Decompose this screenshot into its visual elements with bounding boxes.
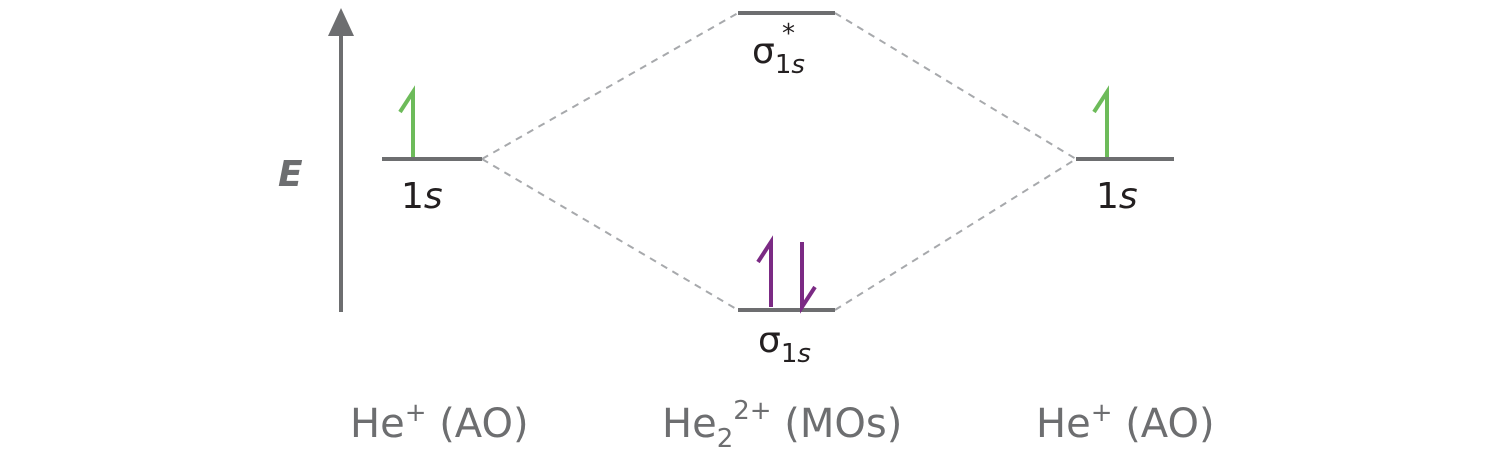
energy-axis-label: E [278,154,303,195]
caption-left-ao: He+ (AO) [350,398,529,447]
electron-spin-down-arrow-icon [800,242,817,314]
orbital-label-right: 1s [1096,176,1138,217]
electron-spin-up-arrow-icon [398,85,415,157]
orbital-label-sigma-star: σ1s [752,31,805,80]
caption-center-mos: He22+ (MOs) [662,396,902,454]
left-atomic-orbital: 1s [382,85,482,217]
caption-right-ao: He+ (AO) [1036,398,1215,447]
antibonding-superscript: * [782,19,795,49]
antibonding-molecular-orbital: σ1s * [738,11,835,80]
energy-axis: E [278,8,354,312]
electron-spin-up-arrow-icon [1092,85,1109,157]
correlation-line-bonding-to-right [834,158,1077,311]
orbital-label-left: 1s [401,176,443,217]
correlation-line-left-to-antibonding [481,12,739,160]
bonding-molecular-orbital: σ1s [738,235,835,369]
correlation-line-antibonding-to-right [834,12,1077,160]
electron-spin-up-arrow-icon [756,235,773,307]
right-atomic-orbital: 1s [1076,85,1174,217]
correlation-line-left-to-bonding [481,158,739,311]
energy-axis-arrowhead-icon [328,8,354,36]
orbital-label-sigma: σ1s [758,320,811,369]
correlation-lines [481,12,1077,311]
